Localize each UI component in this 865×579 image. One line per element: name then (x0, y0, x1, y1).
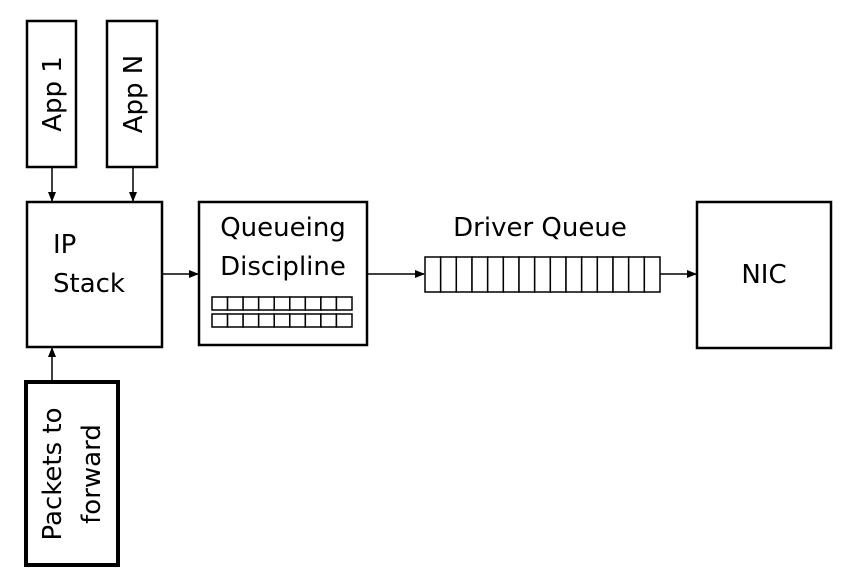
packets-to-forward-node: Packets to forward (24, 380, 120, 567)
queue-slot (320, 313, 338, 328)
queue-slot (439, 256, 458, 293)
queueing-discipline-node: Queueing Discipline (197, 200, 369, 347)
queue-slot (424, 256, 442, 293)
queue-slot (627, 256, 646, 293)
packets-to-forward-label-line2: forward (77, 424, 107, 524)
queue-slot (335, 313, 353, 328)
queue-slot (612, 256, 630, 293)
ip-stack-label-line1: IP (53, 230, 76, 260)
queue-slot (518, 256, 536, 293)
queue-slot (596, 256, 614, 293)
queue-slot (580, 256, 599, 293)
driver-queue-cells (424, 256, 661, 293)
queue-slot (304, 296, 322, 311)
queue-slot (226, 313, 244, 328)
queue-slot (273, 296, 291, 311)
queue-slot (289, 296, 307, 311)
appN-node: App N (105, 19, 159, 169)
queue-slot (471, 256, 489, 293)
app1-node: App 1 (25, 19, 78, 169)
queue-slot (533, 256, 552, 293)
driver-queue-node: Driver Queue (424, 213, 661, 293)
nic-label: NIC (741, 260, 786, 290)
queue-slot (242, 296, 260, 311)
qdisc-queue-top (211, 296, 353, 311)
queue-slot (335, 296, 353, 311)
queue-slot (486, 256, 505, 293)
queue-slot (242, 313, 260, 328)
packets-to-forward-label-line1: Packets to (38, 408, 68, 541)
queue-slot (502, 256, 520, 293)
nic-node: NIC (695, 200, 833, 350)
queue-slot (257, 313, 275, 328)
qdisc-queue-bottom (211, 313, 353, 328)
queue-slot (565, 256, 583, 293)
queueing-discipline-label-line1: Queueing (220, 213, 346, 243)
ip-stack-label-line2: Stack (53, 269, 125, 299)
ip-stack-node: IP Stack (25, 200, 164, 349)
queue-slot (549, 256, 567, 293)
queue-slot (211, 296, 229, 311)
queue-slot (320, 296, 338, 311)
queue-slot (211, 313, 229, 328)
queue-slot (289, 313, 307, 328)
app1-label: App 1 (38, 56, 68, 132)
queue-slot (273, 313, 291, 328)
queueing-discipline-label-line2: Discipline (220, 252, 346, 282)
queue-slot (455, 256, 473, 293)
queue-slot (643, 256, 661, 293)
queue-slot (257, 296, 275, 311)
driver-queue-label: Driver Queue (453, 213, 627, 243)
appN-label: App N (119, 55, 149, 134)
queue-slot (226, 296, 244, 311)
queue-slot (304, 313, 322, 328)
